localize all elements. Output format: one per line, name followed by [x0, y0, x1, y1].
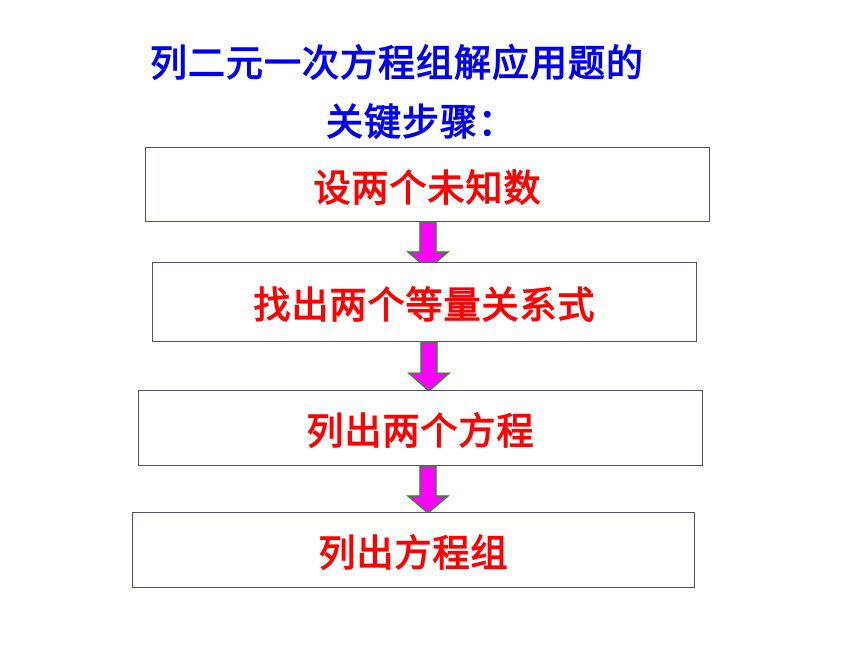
down-arrow-icon	[405, 221, 451, 270]
step-box-2: 找出两个等量关系式	[152, 262, 697, 342]
title-line-2: 关键步骤：	[326, 101, 516, 144]
step-box-1: 设两个未知数	[145, 147, 710, 222]
step-box-3: 列出两个方程	[138, 390, 703, 466]
down-arrow-icon	[405, 465, 451, 514]
step-label-3: 列出两个方程	[306, 410, 535, 453]
step-label-2: 找出两个等量关系式	[253, 284, 596, 327]
title-line-1: 列二元一次方程组解应用题的	[150, 42, 644, 85]
step-box-4: 列出方程组	[132, 512, 695, 588]
step-label-4: 列出方程组	[318, 532, 509, 575]
step-label-1: 设两个未知数	[313, 166, 542, 210]
down-arrow-icon	[406, 341, 452, 392]
